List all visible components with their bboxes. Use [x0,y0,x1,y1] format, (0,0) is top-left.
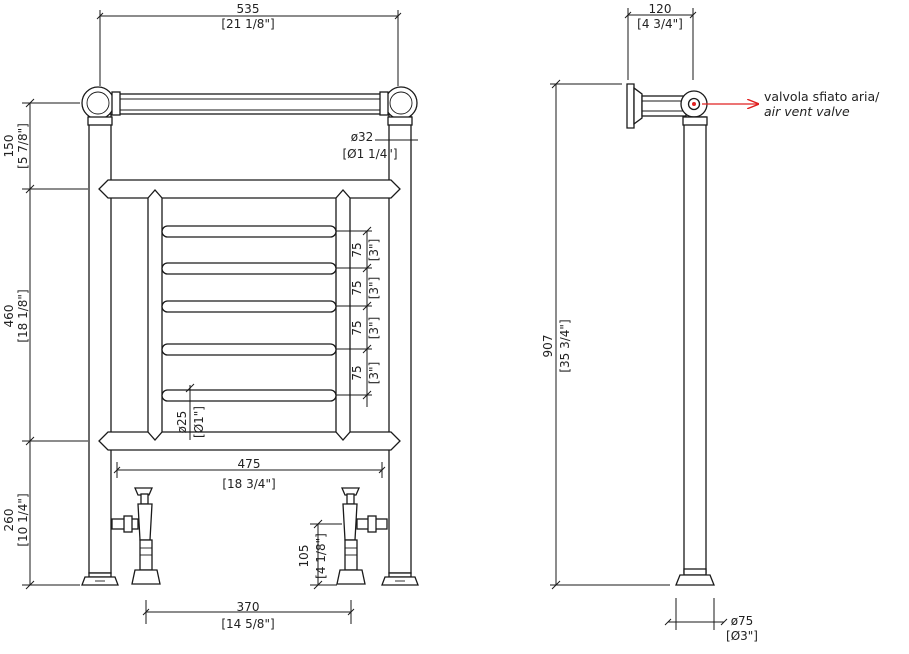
dim-475-in: [18 3/4"] [222,477,275,491]
side-upright-tube [683,116,707,574]
dim-d75-mm: ø75 [731,614,754,628]
dim-75-1-in: [3"] [367,239,381,262]
right-foot [381,572,419,586]
right-valve [336,487,388,585]
dim-75-4-in: [3"] [367,362,381,385]
wall-plate [626,83,635,129]
dim-75-2-mm: 75 [350,280,364,295]
lower-header [98,431,401,451]
dim-370-mm: 370 [237,600,260,614]
dim-75-4-mm: 75 [350,365,364,380]
dim-907-in: [35 3/4"] [558,319,572,372]
side-view [550,8,758,630]
dim-150-in: [5 7/8"] [16,123,30,169]
left-valve [111,487,161,585]
dim-75-1-mm: 75 [350,242,364,257]
dim-535-mm: 535 [237,2,260,16]
dim-260-mm: 260 [2,509,16,532]
dim-d32-mm: ø32 [351,130,374,144]
dim-75-3-mm: 75 [350,320,364,335]
dim-d25-mm: ø25 [175,411,189,434]
front-view [22,10,419,624]
dim-d75-in: [Ø3"] [726,629,758,643]
dim-370-in: [14 5/8"] [221,617,274,631]
dim-d32-in: [Ø1 1/4"] [342,147,397,161]
bracket-arm [641,95,687,117]
left-foot [81,572,119,586]
left-inner-column [147,189,163,441]
dim-260-in: [10 1/4"] [16,493,30,546]
dim-907-mm: 907 [541,335,555,358]
dim-475-mm: 475 [238,457,261,471]
right-top-knuckle [379,86,418,126]
dim-120-in: [4 3/4"] [637,17,683,31]
dim-460-in: [18 1/8"] [16,289,30,342]
air-vent-label-it: valvola sfiato aria/ [764,89,880,104]
dim-460-mm: 460 [2,305,16,328]
side-foot [675,574,715,586]
dim-75-2-in: [3"] [367,277,381,300]
dim-535-in: [21 1/8"] [221,17,274,31]
towel-rails [161,225,337,402]
dimension-labels: 535 [21 1/8"] 120 [4 3/4"] 150 [5 7/8"] … [2,2,880,643]
dim-105-mm: 105 [297,545,311,568]
air-vent-label-en: air vent valve [764,104,850,119]
dim-105-in: [4 1/8"] [314,533,328,579]
top-rail [109,93,391,115]
dim-75-3-in: [3"] [367,317,381,340]
dim-d25-in: [Ø1"] [192,406,206,438]
right-inner-column [335,189,351,441]
left-top-knuckle [81,86,121,126]
dim-120-mm: 120 [649,2,672,16]
upper-header [98,179,401,199]
dim-150-mm: 150 [2,135,16,158]
